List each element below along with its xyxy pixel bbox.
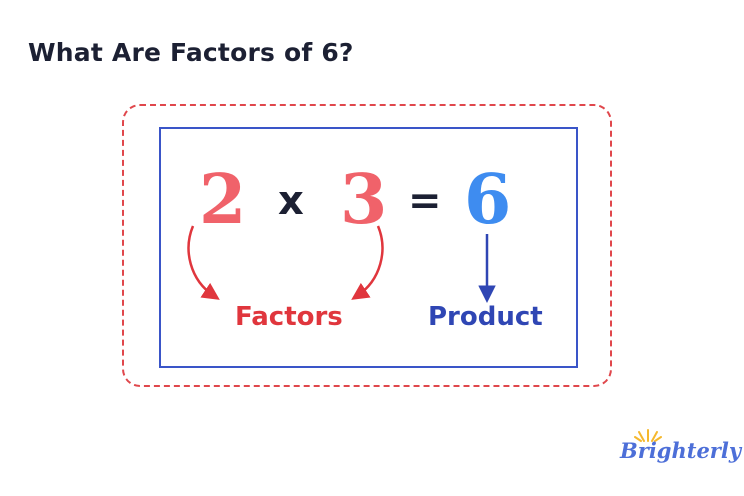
sun-rays-icon (634, 429, 662, 442)
brand-logo: Brighterly (620, 429, 741, 472)
product-label: Product (428, 302, 543, 332)
equals-sign: = (408, 178, 442, 224)
solid-inner-frame (159, 127, 578, 368)
product-value: 6 (464, 160, 512, 240)
factor-a: 2 (199, 160, 247, 240)
factor-b: 3 (340, 160, 388, 240)
factors-label: Factors (235, 302, 343, 332)
dashed-outer-frame (122, 104, 612, 387)
logo-text: Brighterly (620, 438, 742, 463)
page-title: What Are Factors of 6? (28, 38, 354, 67)
times-sign: x (278, 178, 304, 224)
